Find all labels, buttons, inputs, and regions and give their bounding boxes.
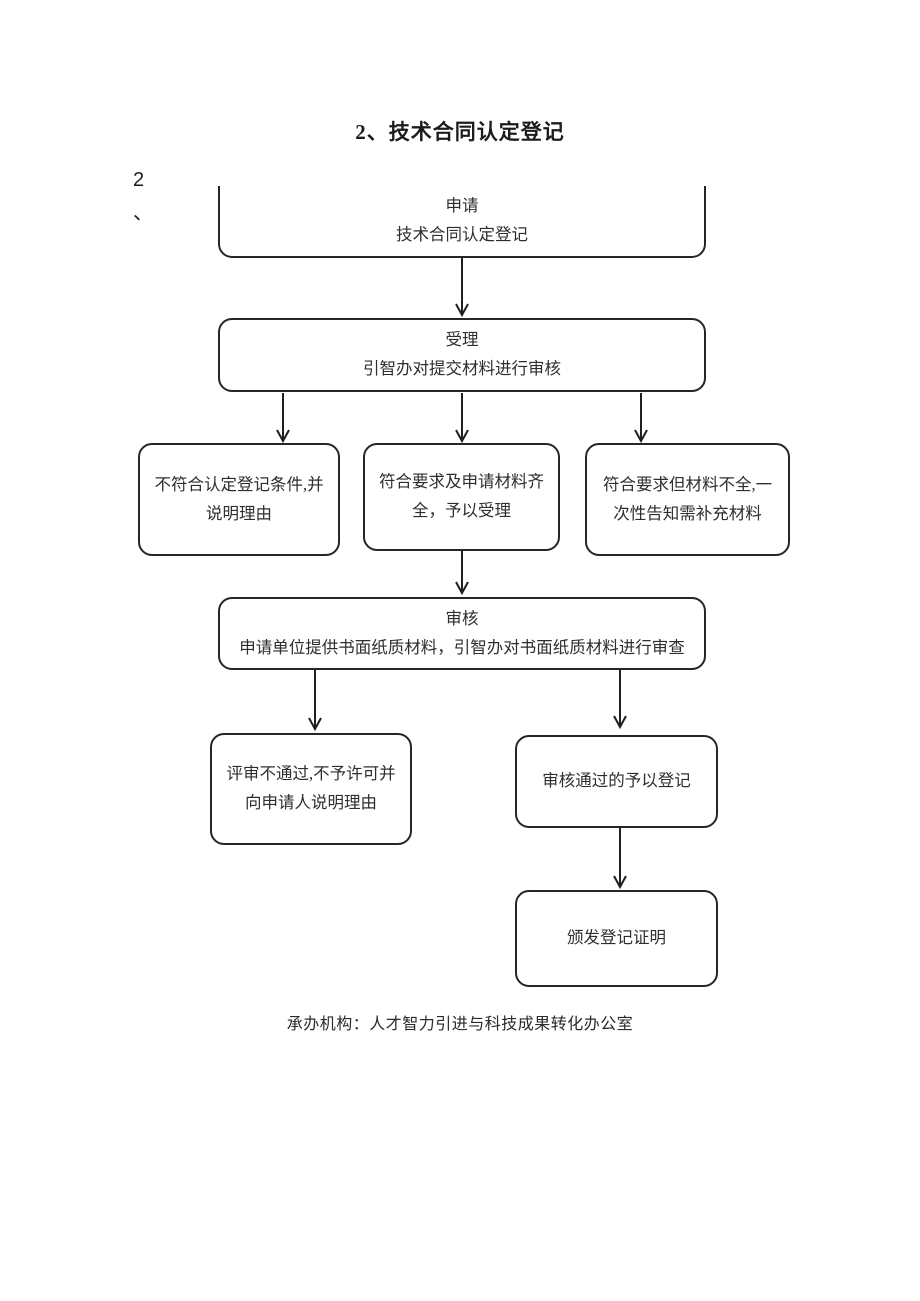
flow-node-review-pass: 审核通过的予以登记 — [515, 735, 718, 828]
flow-node-certificate-label: 颁发登记证明 — [567, 928, 666, 948]
flow-node-supplement-label: 符合要求但材料不全,一 次性告知需补充材料 — [602, 474, 773, 523]
flow-node-review-pass-label: 审核通过的予以登记 — [542, 771, 691, 791]
flow-node-supplement: 符合要求但材料不全,一 次性告知需补充材料 — [585, 443, 790, 556]
flow-node-reject-conditions: 不符合认定登记条件,并 说明理由 — [138, 443, 340, 556]
flow-node-review-fail-label: 评审不通过,不予许可并 向申请人说明理由 — [226, 764, 396, 812]
flow-node-review: 审核 申请单位提供书面纸质材料，引智办对书面纸质材料进行审查 — [218, 597, 706, 670]
list-number-label: 2 、 — [133, 169, 153, 224]
flow-node-review-label: 审核 申请单位提供书面纸质材料，引智办对书面纸质材料进行审查 — [239, 608, 685, 657]
flow-node-accept: 受理 引智办对提交材料进行审核 — [218, 318, 706, 392]
footer-agency: 承办机构：人才智力引进与科技成果转化办公室 — [286, 1016, 634, 1033]
flow-node-accepted: 符合要求及申请材料齐 全，予以受理 — [363, 443, 560, 551]
flow-node-certificate: 颁发登记证明 — [515, 890, 718, 987]
flow-node-accept-label: 受理 引智办对提交材料进行审核 — [363, 330, 561, 378]
page-title: 2、技术合同认定登记 — [355, 120, 565, 144]
flow-node-review-fail: 评审不通过,不予许可并 向申请人说明理由 — [210, 733, 412, 845]
flow-node-accepted-label: 符合要求及申请材料齐 全，予以受理 — [379, 472, 544, 520]
flow-node-reject-conditions-label: 不符合认定登记条件,并 说明理由 — [154, 474, 324, 523]
flow-node-apply-label: 申请 技术合同认定登记 — [396, 196, 528, 244]
flow-node-apply: 申请 技术合同认定登记 — [218, 186, 706, 258]
